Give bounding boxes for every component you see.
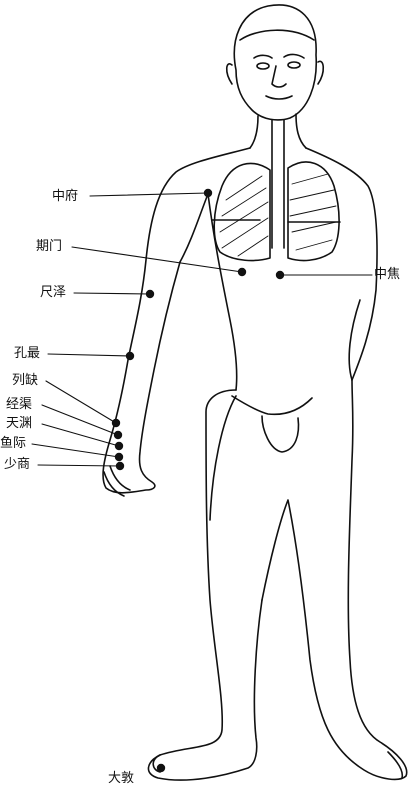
mouth: [265, 95, 293, 100]
torso-outline: [102, 147, 378, 497]
neck: [249, 113, 307, 249]
leader-line-chize: [73, 292, 151, 295]
acupoint-dot-qimen: [237, 267, 247, 277]
acupoint-dot-lieque: [111, 418, 121, 428]
acupoint-label-zhongjiao: 中焦: [374, 267, 401, 282]
acupoint-label-qimen: 期门: [36, 239, 63, 254]
head: [225, 4, 325, 121]
leader-line-jingqu: [41, 404, 119, 436]
leader-line-yuji: [31, 443, 120, 458]
left-eye: [256, 62, 270, 70]
acupoint-dot-zhongfu: [203, 188, 213, 198]
acupoint-label-kongzui: 孔最: [14, 346, 41, 361]
leader-line-shaoshang: [37, 464, 121, 467]
acupoint-label-dadun: 大敦: [108, 771, 135, 786]
acupoint-label-taiyuan: 天渊: [6, 416, 33, 431]
acupoint-dot-chize: [145, 289, 155, 299]
nose: [271, 65, 287, 88]
acupoint-label-lieque: 列缺: [12, 373, 39, 388]
acupoint-dots: [111, 188, 285, 773]
acupoint-dot-kongzui: [125, 351, 135, 361]
left-brow: [253, 54, 273, 59]
right-brow: [283, 53, 305, 59]
acupoint-dot-dadun: [156, 763, 166, 773]
leader-line-zhongfu: [89, 192, 209, 197]
acupoint-label-chize: 尺泽: [40, 285, 67, 300]
acupoint-dot-yuji: [114, 452, 124, 462]
acupoint-label-shaoshang: 少商: [4, 457, 31, 472]
acupoint-label-zhongfu: 中府: [52, 189, 79, 204]
acupoint-dot-jingqu: [113, 430, 123, 440]
leader-line-qimen: [71, 246, 243, 273]
acupoint-label-jingqu: 经渠: [6, 397, 33, 412]
acupoint-label-yuji: 鱼际: [0, 436, 27, 451]
leader-line-taiyuan: [41, 423, 120, 447]
right-eye: [287, 61, 301, 69]
acupoint-dot-shaoshang: [115, 461, 125, 471]
acupoint-dot-zhongjiao: [275, 270, 285, 280]
leader-line-lieque: [45, 380, 117, 424]
lungs: [211, 161, 341, 262]
leader-lines: [31, 192, 373, 467]
acupoint-dot-taiyuan: [114, 441, 124, 451]
leader-line-kongzui: [47, 353, 131, 357]
lower-body: [147, 379, 408, 781]
